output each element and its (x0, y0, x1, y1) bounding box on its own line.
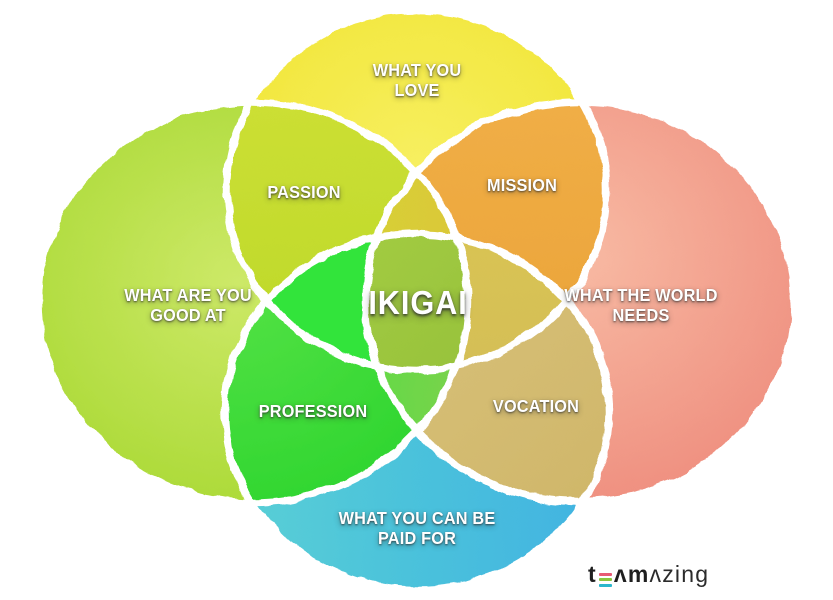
logo-bar-teal (598, 583, 612, 587)
outline-bottom-circle (221, 230, 613, 594)
logo-text-azing: ʌzing (649, 561, 710, 587)
logo-e-bars-icon (598, 572, 612, 587)
logo-bar-green (598, 578, 612, 581)
outline-top-circle (223, 6, 611, 374)
logo-text-t: t (588, 561, 597, 587)
logo-bar-red (598, 572, 612, 576)
logo-text-am: ʌm (613, 561, 650, 587)
teamazing-logo: t ʌm ʌzing (588, 563, 709, 593)
